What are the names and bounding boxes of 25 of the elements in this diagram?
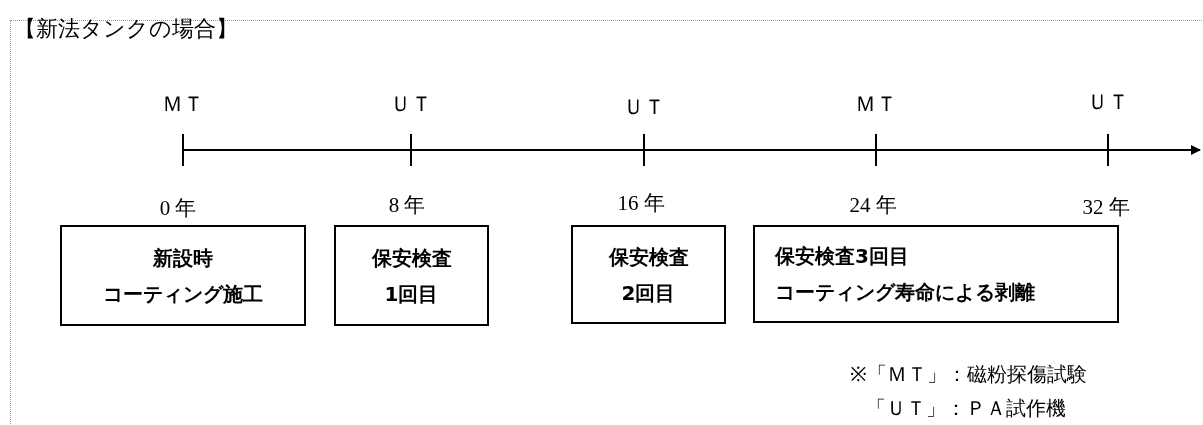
event-text: コーティング寿命による剥離 <box>775 279 1036 306</box>
note: 「ＵＴ」：ＰＡ試作機 <box>866 396 1066 421</box>
event-text: 新設時 <box>152 244 214 272</box>
event-text: 2回目 <box>620 279 677 307</box>
year-label: 24 年 <box>849 192 897 219</box>
test-method-label: ＵＴ <box>623 94 665 121</box>
year-label: 32 年 <box>1082 194 1130 221</box>
event-text: コーティング施工 <box>102 280 264 308</box>
test-method-label: ＵＴ <box>390 91 432 118</box>
event-text: 保安検査 <box>370 244 453 272</box>
title: 【新法タンクの場合】 <box>14 15 238 43</box>
year-label: 16 年 <box>617 190 665 217</box>
event-text: 保安検査3回目 <box>775 243 910 270</box>
year-label: 8 年 <box>388 192 426 219</box>
event-box <box>571 225 726 324</box>
test-method-label: ＭＴ <box>162 91 204 118</box>
event-text: 1回目 <box>383 280 440 308</box>
event-box <box>60 225 306 326</box>
event-text: 保安検査 <box>607 243 690 271</box>
event-box <box>753 225 1119 323</box>
test-method-label: ＵＴ <box>1087 89 1129 116</box>
note: ※「ＭＴ」：磁粉探傷試験 <box>850 362 1087 387</box>
event-box <box>334 225 489 326</box>
year-label: 0 年 <box>159 195 197 222</box>
test-method-label: ＭＴ <box>855 91 897 118</box>
